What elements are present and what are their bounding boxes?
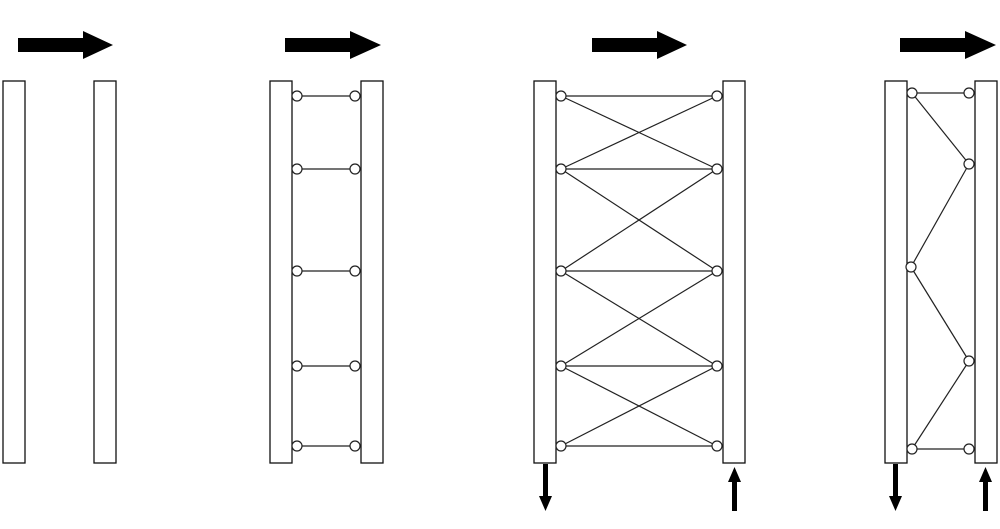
pin-joint bbox=[291, 360, 303, 372]
right-column bbox=[974, 80, 998, 464]
panel-zigzag bbox=[884, 31, 998, 511]
diagonal-web bbox=[910, 266, 970, 362]
pin-joint bbox=[906, 443, 918, 455]
axial-arrow-up bbox=[728, 467, 741, 511]
pin-joint bbox=[963, 443, 975, 455]
diagonal-brace bbox=[560, 270, 718, 367]
horizontal-members bbox=[561, 95, 717, 447]
pin-joint bbox=[711, 90, 723, 102]
panel-ladder bbox=[269, 31, 384, 464]
pin-joint bbox=[905, 261, 917, 273]
cross-braces bbox=[560, 95, 718, 447]
pin-joint bbox=[906, 87, 918, 99]
pin-joint bbox=[963, 87, 975, 99]
pin-joint bbox=[349, 440, 361, 452]
diagonal-web bbox=[911, 360, 970, 450]
axial-arrow-down bbox=[539, 464, 552, 511]
diagonal-web bbox=[910, 163, 970, 268]
pin-joint bbox=[291, 163, 303, 175]
pin-joint bbox=[711, 440, 723, 452]
left-column bbox=[2, 80, 26, 464]
pin-joints bbox=[555, 90, 723, 452]
pin-joint bbox=[711, 265, 723, 277]
pin-joints bbox=[905, 87, 975, 455]
pin-joint bbox=[291, 440, 303, 452]
load-arrow-right bbox=[900, 31, 996, 59]
left-column bbox=[884, 80, 908, 464]
load-arrow-right bbox=[285, 31, 381, 59]
pin-joint bbox=[349, 163, 361, 175]
axial-arrow-down bbox=[889, 464, 902, 511]
pin-joint bbox=[711, 163, 723, 175]
pin-joint bbox=[555, 440, 567, 452]
panel-unconnected bbox=[2, 31, 117, 464]
right-column bbox=[360, 80, 384, 464]
diagonal-brace bbox=[560, 168, 718, 272]
pin-joint bbox=[555, 265, 567, 277]
pin-joint bbox=[349, 265, 361, 277]
right-column bbox=[722, 80, 746, 464]
horizontal-links bbox=[297, 95, 355, 447]
diagonal-brace bbox=[560, 95, 718, 170]
pin-joint bbox=[349, 90, 361, 102]
left-column bbox=[533, 80, 557, 464]
pin-joint bbox=[555, 360, 567, 372]
pin-joint bbox=[349, 360, 361, 372]
pin-joint bbox=[963, 355, 975, 367]
web-members bbox=[910, 92, 970, 450]
pin-joint bbox=[555, 90, 567, 102]
axial-arrow-up bbox=[979, 467, 992, 511]
load-arrow-right bbox=[18, 31, 113, 59]
pin-joint bbox=[963, 158, 975, 170]
pin-joint bbox=[711, 360, 723, 372]
right-column bbox=[93, 80, 117, 464]
pin-joint bbox=[291, 90, 303, 102]
diagonal-web bbox=[911, 92, 970, 165]
left-column bbox=[269, 80, 293, 464]
panel-x-braced bbox=[533, 31, 746, 511]
diagonal-brace bbox=[560, 365, 718, 447]
pin-joint bbox=[291, 265, 303, 277]
pin-joints bbox=[291, 90, 361, 452]
pin-joint bbox=[555, 163, 567, 175]
load-arrow-right bbox=[592, 31, 687, 59]
